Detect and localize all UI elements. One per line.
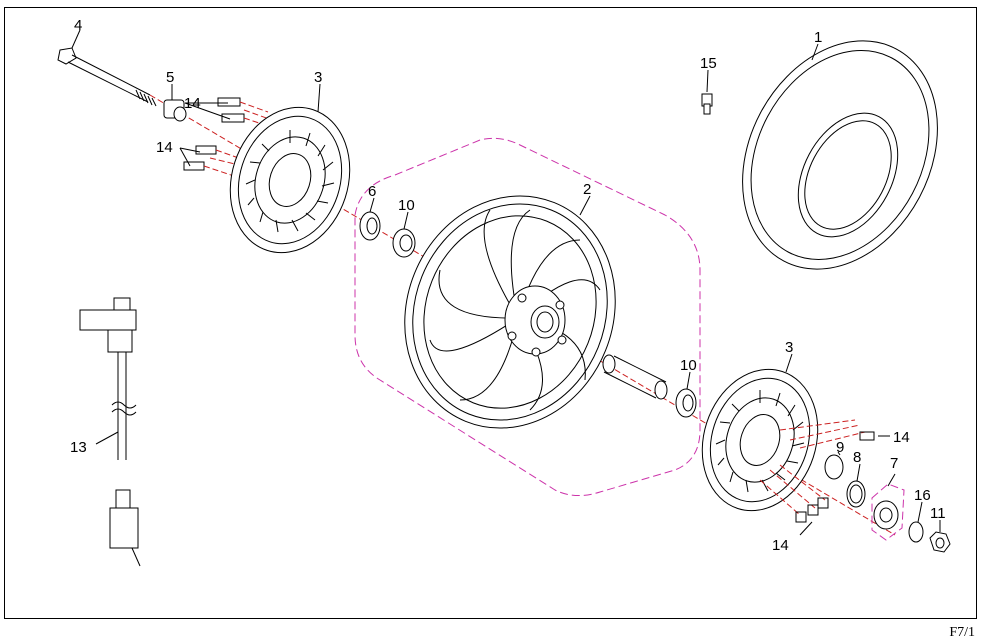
retainer-ring: [846, 463, 866, 508]
tire-valve: [701, 69, 713, 115]
bearing-left: [392, 211, 416, 258]
bearing-right: [675, 371, 697, 418]
disc-bolts-right-upper: [779, 419, 890, 449]
callout-1: 1: [814, 29, 822, 46]
speedometer-gearbox: [871, 473, 905, 541]
callout-3-right: 3: [785, 339, 793, 356]
callout-10-left: 10: [398, 197, 415, 214]
axle-nut: [929, 520, 951, 553]
callout-10-right: 10: [680, 357, 697, 374]
callout-16: 16: [914, 487, 931, 504]
tire: [742, 40, 938, 270]
speedometer-cable: [79, 297, 141, 567]
wheel-assembly-group-outline: [354, 137, 701, 496]
axle-bolt: [57, 29, 157, 107]
callout-2: 2: [583, 181, 591, 198]
callout-11: 11: [930, 505, 946, 522]
brake-disc-left: [229, 83, 351, 254]
cast-wheel: [404, 195, 616, 429]
callout-14-d: 14: [772, 537, 789, 554]
callout-labels: 1 2 3 3 4 5 6 7 8 9 10 10 11 13 14 14 14…: [70, 17, 946, 554]
diagram-frame: [4, 7, 977, 619]
callout-14-a: 14: [184, 95, 201, 112]
callout-15: 15: [700, 55, 717, 72]
brake-disc-right: [701, 353, 819, 512]
callout-3-left: 3: [314, 69, 322, 86]
callout-5: 5: [166, 69, 174, 86]
callout-4: 4: [74, 17, 82, 34]
disc-bolts-right-lower: [759, 464, 829, 536]
callout-14-b: 14: [156, 139, 173, 156]
speedometer-drive-washer: [824, 451, 844, 480]
oil-seal: [359, 197, 381, 241]
axle-spacer-left: [163, 84, 187, 122]
callout-13: 13: [70, 439, 87, 456]
callout-9: 9: [836, 439, 844, 456]
callout-7: 7: [890, 455, 898, 472]
callout-14-c: 14: [893, 429, 910, 446]
callout-6: 6: [368, 183, 376, 200]
page-code: F7/1: [949, 625, 975, 640]
hub-spacer-tube: [602, 354, 668, 400]
axle-washer: [908, 501, 924, 543]
callout-8: 8: [853, 449, 861, 466]
